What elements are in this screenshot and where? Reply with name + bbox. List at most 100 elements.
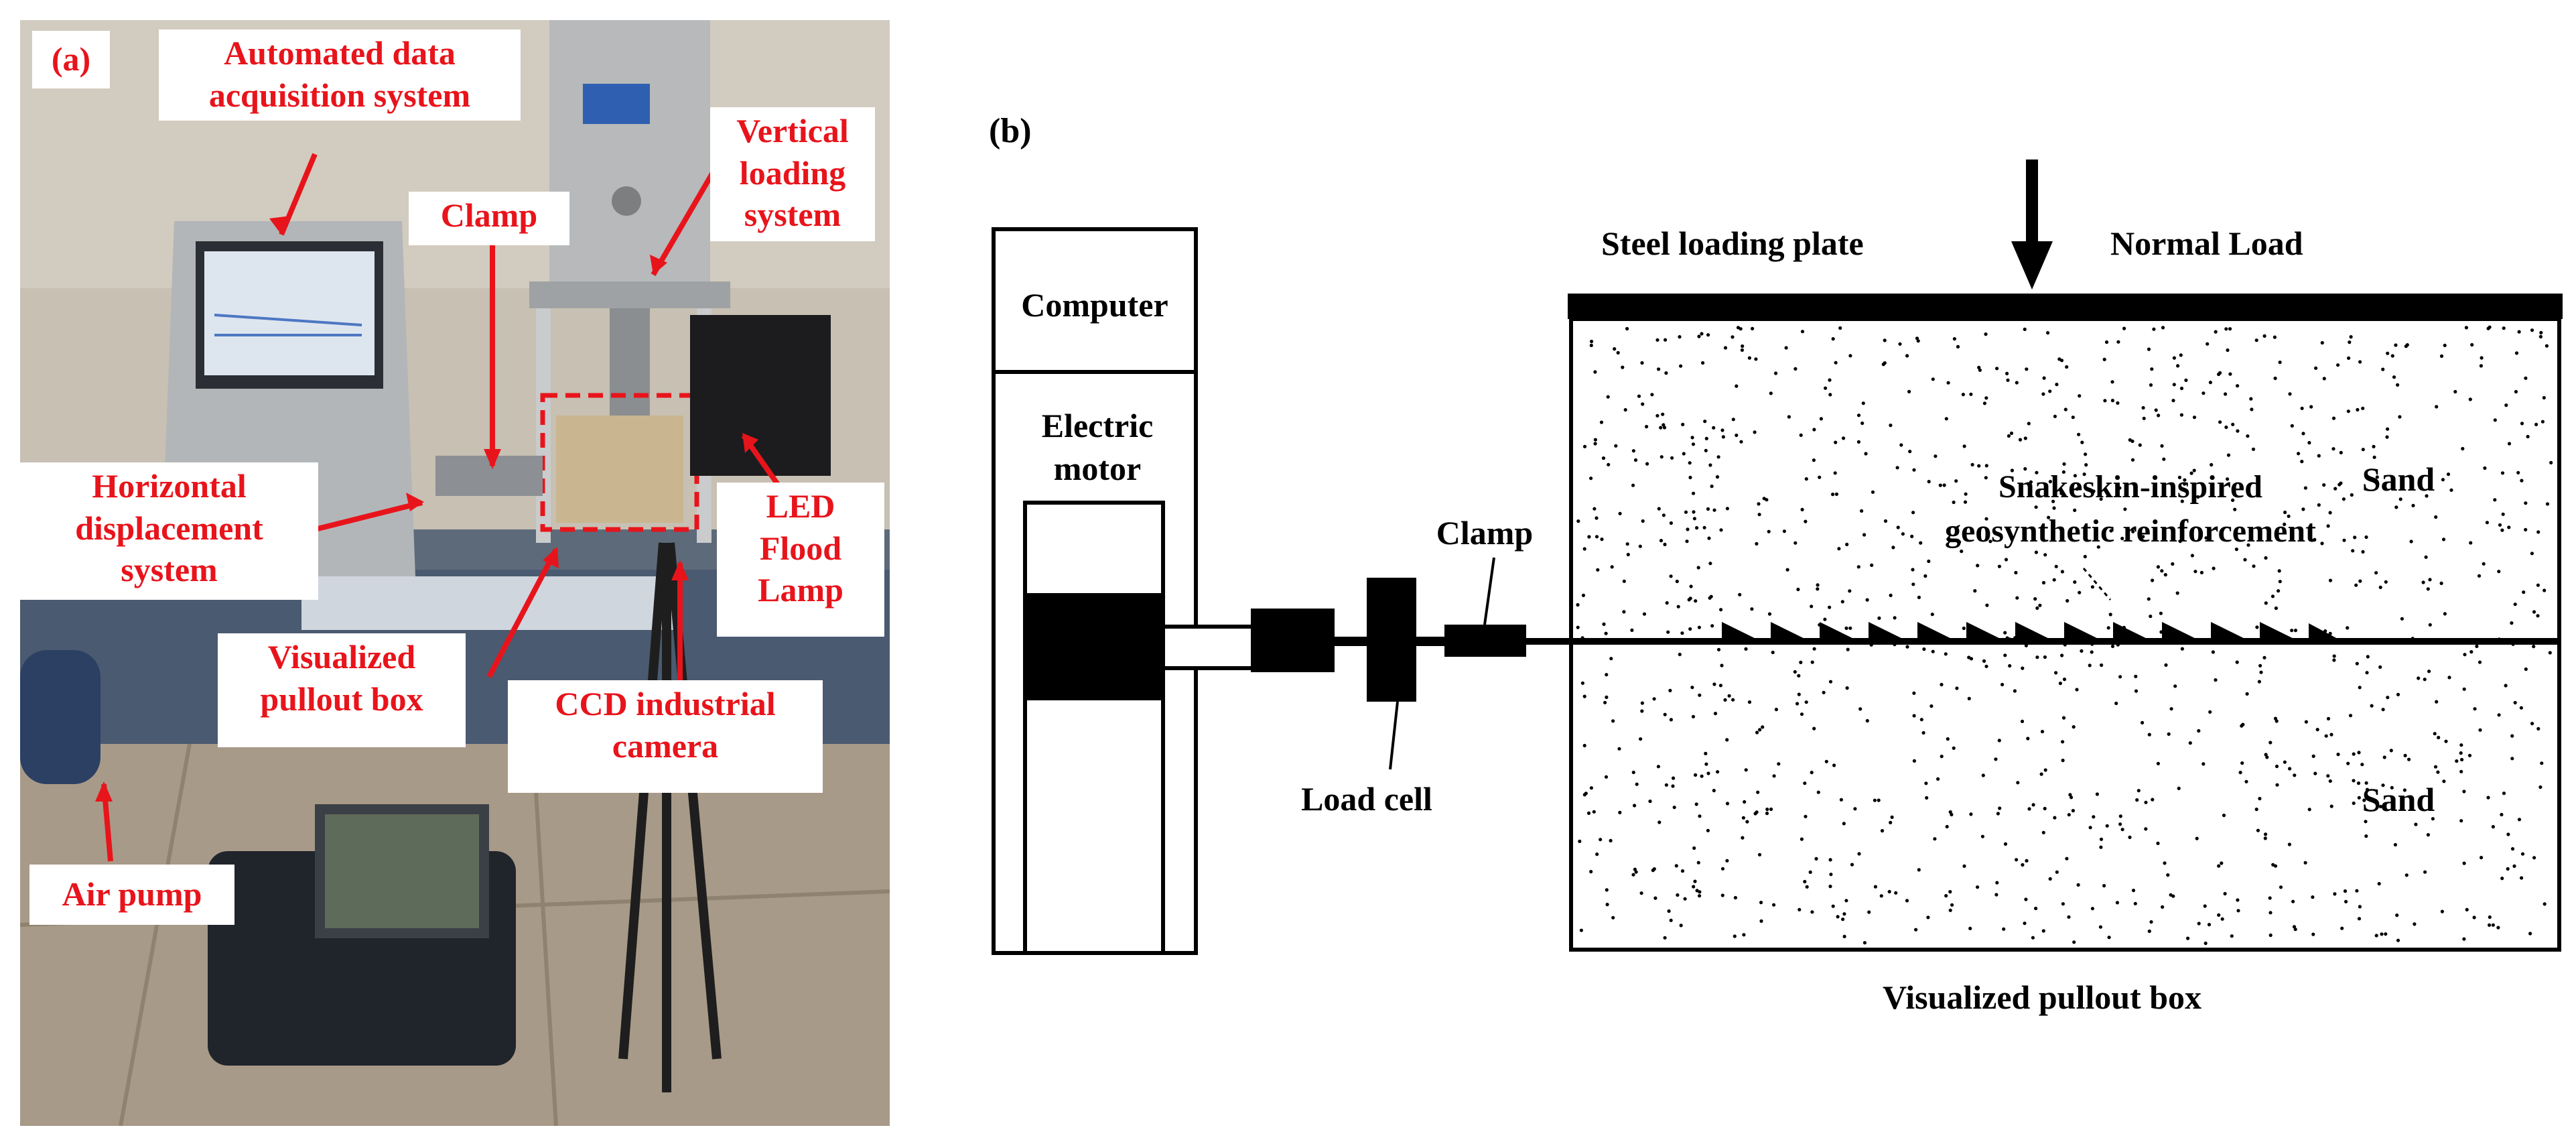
sand-particle <box>2483 466 2487 470</box>
sand-particle <box>1797 692 1801 696</box>
sand-particle <box>2520 479 2524 483</box>
sand-particle <box>2007 434 2011 438</box>
sand-particle <box>1672 806 1676 810</box>
sand-particle <box>1600 537 1604 542</box>
sand-particle <box>1666 630 1670 634</box>
sand-particle <box>2522 590 2526 594</box>
sand-particle <box>2190 554 2194 558</box>
sand-particle <box>1731 418 1735 422</box>
sand-particle <box>2461 446 2465 451</box>
sand-particle <box>2344 899 2348 903</box>
sand-particle <box>2355 889 2359 893</box>
sand-particle <box>2277 589 2281 593</box>
sand-particle <box>2394 343 2398 347</box>
sand-particle <box>1582 743 1586 748</box>
sand-particle <box>2014 570 2018 575</box>
sand-particle <box>2524 376 2528 380</box>
sand-particle <box>1911 568 1915 572</box>
sand-particle <box>1692 846 1696 850</box>
sand-particle <box>2380 932 2384 936</box>
callout-line: displacement <box>75 509 263 547</box>
sand-particle <box>1848 589 1852 593</box>
sand-particle <box>1984 664 1988 668</box>
sand-particle <box>2510 734 2514 738</box>
sand-particle <box>2491 923 2495 927</box>
sand-particle <box>2088 663 2092 668</box>
sand-particle <box>1707 536 1711 540</box>
sand-particle <box>1998 806 2002 810</box>
sand-particle <box>2023 327 2027 331</box>
sand-particle <box>1589 786 1593 790</box>
sand-particle <box>1814 856 1818 861</box>
sand-particle <box>2027 422 2031 426</box>
sand-particle <box>1948 810 1952 814</box>
sand-particle <box>2473 707 2477 711</box>
sand-particle <box>2517 818 2522 822</box>
sand-particle <box>1954 479 1958 483</box>
sand-particle <box>2063 407 2067 411</box>
sand-particle <box>2152 327 2156 331</box>
callout-ccd-industrial-camera: CCD industrial camera <box>508 680 823 793</box>
sand-particle <box>1592 810 1596 814</box>
sand-particle <box>2433 732 2437 736</box>
sand-particle <box>2188 741 2192 745</box>
callout-line: camera <box>612 726 719 765</box>
sand-particle <box>2342 538 2346 542</box>
sand-particle <box>1841 917 1845 921</box>
sand-particle <box>1694 773 1698 777</box>
sand-particle <box>1720 428 1724 432</box>
sand-particle <box>2102 357 2106 362</box>
sand-particle <box>1784 346 1788 350</box>
sand-particle <box>1680 631 1684 635</box>
sand-particle <box>2015 596 2019 600</box>
sand-particle <box>1842 934 1846 938</box>
sand-particle <box>1604 631 1608 635</box>
sand-particle <box>2303 861 2307 865</box>
sand-particle <box>1960 550 1964 554</box>
sand-particle <box>2497 570 2501 574</box>
sand-particle <box>1889 424 1893 428</box>
sand-particle <box>1688 475 1692 480</box>
sand-particle <box>2536 583 2540 587</box>
sand-particle <box>2329 804 2333 808</box>
sand-particle <box>1828 605 1832 609</box>
sand-particle <box>1883 338 1887 342</box>
sand-particle <box>2358 360 2362 364</box>
sand-particle <box>2393 842 2397 847</box>
sand-particle <box>2350 493 2354 497</box>
sand-particle <box>1800 507 1804 512</box>
sand-particle <box>2252 564 2256 568</box>
sand-particle <box>2052 506 2056 510</box>
sand-particle <box>1582 793 1586 797</box>
sand-particle <box>2428 578 2432 582</box>
sand-particle <box>1797 674 1801 678</box>
sand-particle <box>2108 613 2112 617</box>
sand-particle <box>1578 839 1582 843</box>
sand-particle <box>2189 471 2193 475</box>
sand-particle <box>1800 712 1804 716</box>
sand-particle <box>1759 901 1763 905</box>
sand-particle <box>1743 800 1747 804</box>
sand-particle <box>1706 771 1710 775</box>
sand-particle <box>1962 626 1966 631</box>
sand-particle <box>1985 603 1989 607</box>
sand-particle <box>2395 913 2399 917</box>
sand-particle <box>2440 909 2444 913</box>
sand-particle <box>2491 825 2495 829</box>
sand-particle <box>2364 535 2368 539</box>
sand-particle <box>2048 389 2052 393</box>
sand-particle <box>1669 521 1673 525</box>
sand-particle <box>1961 393 1965 397</box>
sand-label-top: Sand <box>2362 460 2435 498</box>
sand-particle <box>1667 909 1671 913</box>
sand-particle <box>1834 492 1838 497</box>
sand-particle <box>2204 941 2208 946</box>
sand-particle <box>2504 403 2508 407</box>
sand-particle <box>1831 493 1835 497</box>
sand-particle <box>2226 348 2230 353</box>
sand-particle <box>2339 450 2343 455</box>
sand-particle <box>2463 653 2467 657</box>
sand-particle <box>2217 913 2221 917</box>
sand-particle <box>2459 743 2463 747</box>
sand-particle <box>2141 405 2145 410</box>
